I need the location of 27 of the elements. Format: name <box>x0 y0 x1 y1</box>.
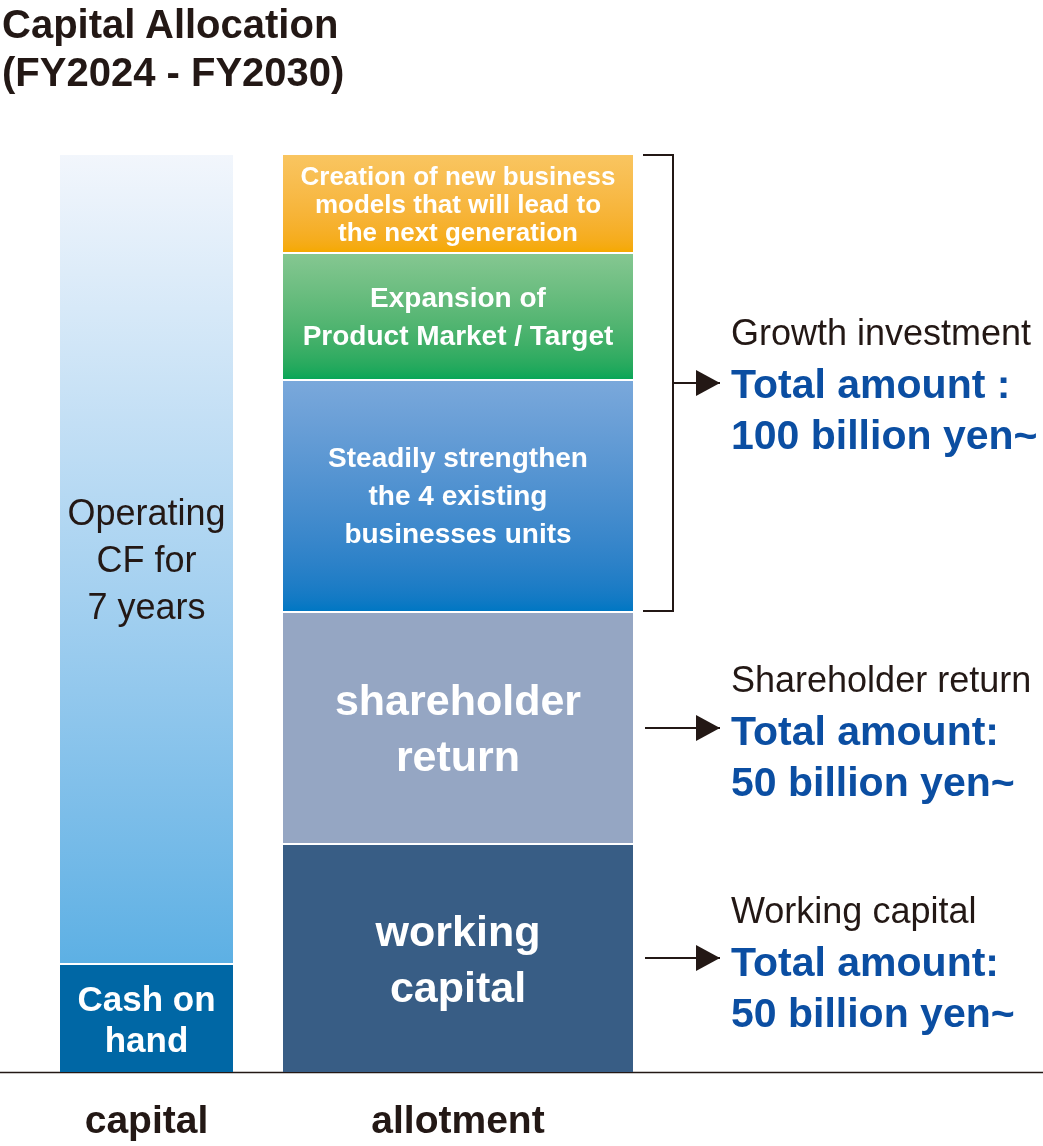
allotment-bar-segment <box>283 845 633 1072</box>
allotment-bar-segment <box>283 381 633 611</box>
segment-label: Creation of new business models that will lead to the next generation <box>299 161 617 246</box>
segment-label: Expansion of Product Market / Target <box>301 280 615 353</box>
column-label: allotment <box>370 1100 546 1139</box>
capital-bar-segment <box>60 155 233 963</box>
column-label: capital <box>83 1100 210 1139</box>
segment-label: Cash on hand <box>76 977 217 1060</box>
amount-text: Total amount: 50 billion yen~ <box>731 707 1016 807</box>
allotment-bar-segment <box>283 254 633 379</box>
category-heading: Working capital <box>731 889 977 933</box>
arrow <box>673 370 721 396</box>
amount-text: Total amount : 100 billion yen~ <box>731 360 1039 460</box>
segment-label: Operating CF for 7 years <box>66 490 227 629</box>
allotment-bar-segment <box>283 155 633 252</box>
segment-label: working capital <box>374 905 542 1013</box>
bracket <box>643 154 674 612</box>
allotment-bar-segment <box>283 613 633 843</box>
segment-label: Steadily strengthen the 4 existing businesses units <box>327 441 589 551</box>
arrow <box>644 945 721 971</box>
capital-bar-segment <box>60 965 233 1072</box>
category-heading: Growth investment <box>731 311 1032 355</box>
amount-text: Total amount: 50 billion yen~ <box>731 938 1016 1038</box>
category-heading: Shareholder return <box>731 658 1032 702</box>
diagram-title: Capital Allocation (FY2024 - FY2030) <box>2 1 346 96</box>
arrow <box>644 715 721 741</box>
segment-label: shareholder return <box>333 675 583 782</box>
